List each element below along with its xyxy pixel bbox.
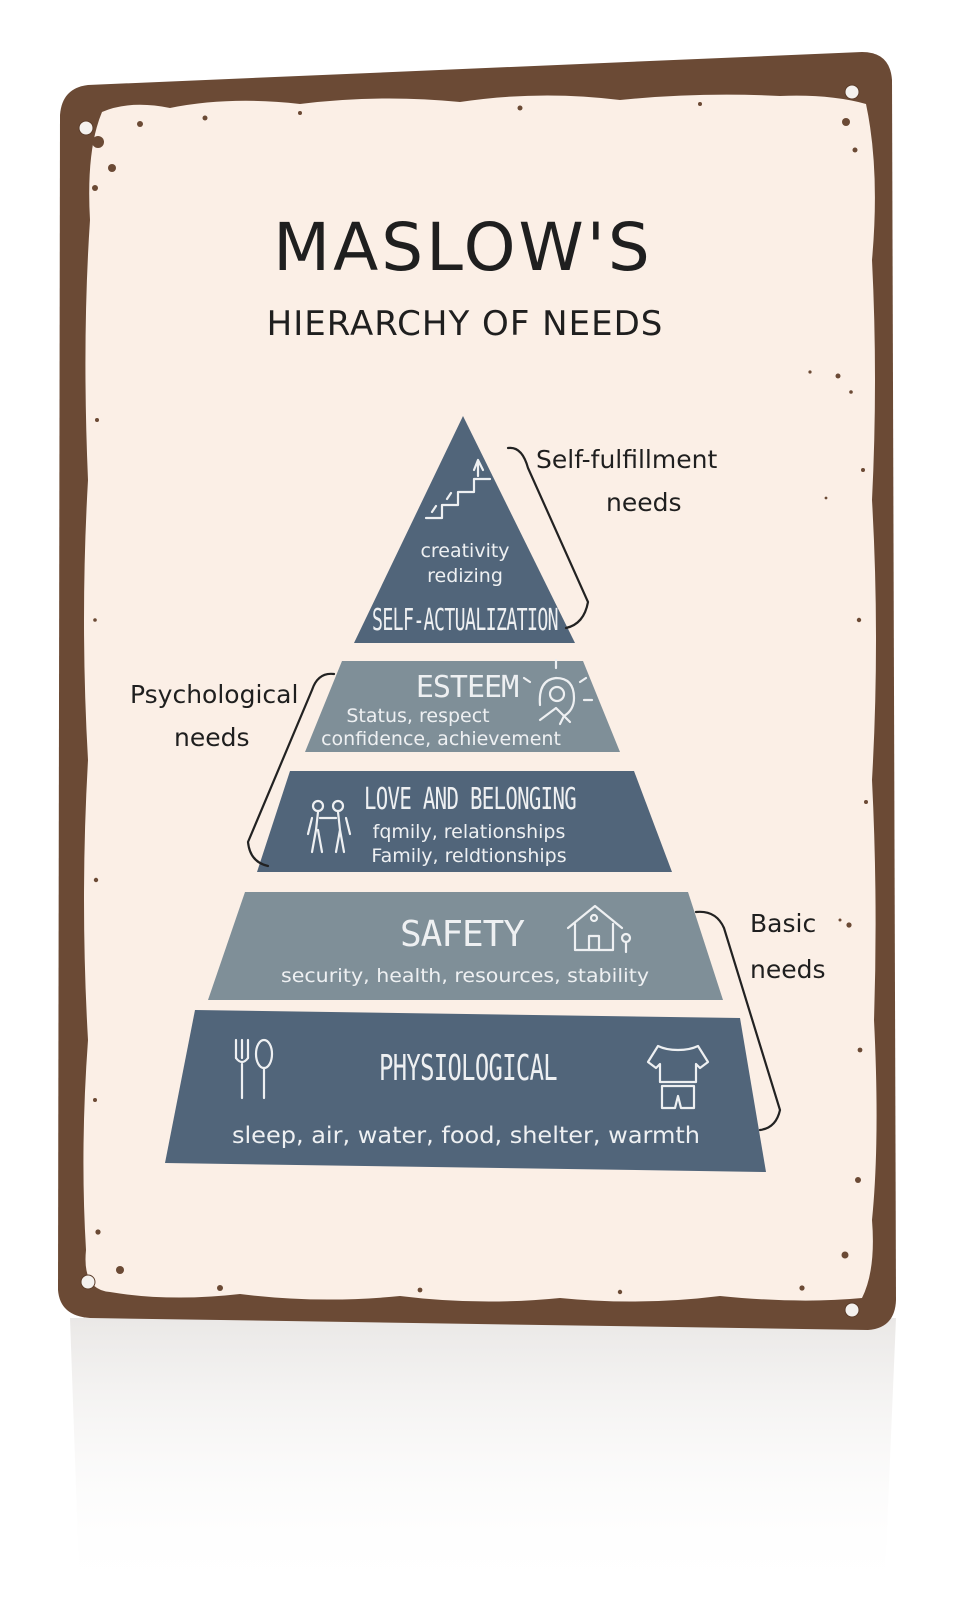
main-title: MASLOW'S	[273, 209, 653, 286]
tier-love-belonging	[257, 771, 672, 872]
self-actualization-label: SELF-ACTUALIZATION	[372, 603, 558, 638]
self-actualization-desc-2: redizing	[427, 565, 503, 587]
psychological-label-2: needs	[174, 723, 250, 752]
tier-safety	[208, 892, 723, 1000]
clothes-icon	[646, 1044, 710, 1110]
fork-spoon-icon	[234, 1038, 274, 1100]
esteem-desc-2: confidence, achievement	[321, 728, 561, 750]
basic-label-2: needs	[750, 955, 826, 984]
tier-self-actualization	[354, 416, 575, 643]
self-fulfillment-label-2: needs	[606, 488, 682, 517]
basic-bracket	[694, 910, 782, 1132]
head-lightbulb-icon	[522, 658, 594, 726]
mounting-holes	[78, 84, 860, 1318]
stairs-icon	[424, 458, 492, 520]
psychological-label-1: Psychological	[130, 680, 298, 709]
subtitle: HIERARCHY OF NEEDS	[267, 304, 664, 344]
self-fulfillment-bracket	[506, 446, 590, 630]
tier-esteem	[305, 661, 620, 752]
safety-desc: security, health, resources, stability	[281, 965, 649, 987]
physiological-label: PHYSIOLOGICAL	[379, 1048, 557, 1089]
esteem-label: ESTEEM	[416, 670, 518, 705]
love-belonging-label: LOVE AND BELONGING	[364, 782, 576, 817]
esteem-desc-1: Status, respect	[346, 705, 489, 727]
self-actualization-desc-1: creativity	[420, 540, 509, 562]
love-belonging-desc-2: Family, reldtionships	[371, 845, 566, 867]
sign-reflection	[70, 1318, 896, 1600]
house-icon	[566, 904, 632, 954]
self-fulfillment-label-1: Self-fulfillment	[536, 445, 717, 474]
grunge-speckles	[92, 102, 868, 1295]
tier-physiological	[165, 1010, 766, 1172]
safety-label: SAFETY	[400, 914, 525, 955]
two-people-icon	[306, 799, 352, 854]
psychological-bracket	[246, 672, 336, 868]
physiological-desc: sleep, air, water, food, shelter, warmth	[232, 1123, 700, 1149]
love-belonging-desc-1: fqmily, relationships	[373, 821, 566, 843]
basic-label-1: Basic	[750, 909, 816, 938]
